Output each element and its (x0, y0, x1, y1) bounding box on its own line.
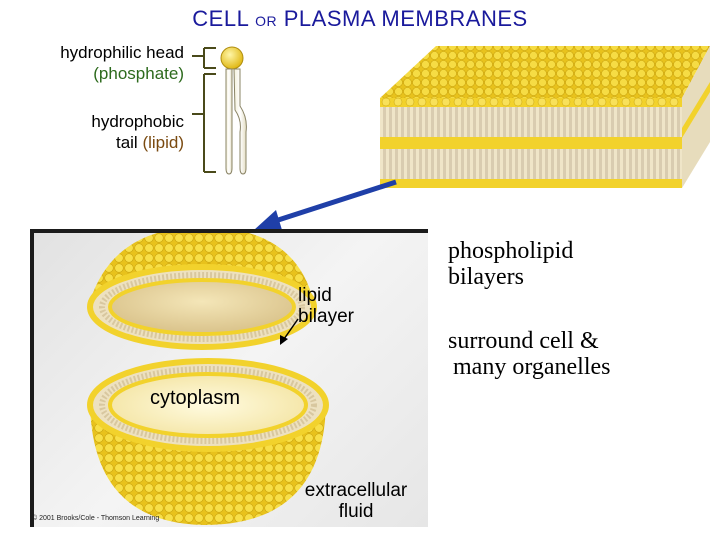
tail-line2: tail (lipid) (10, 132, 184, 153)
page-title: CELL OR PLASMA MEMBRANES (0, 6, 720, 32)
side-line2: bilayers (448, 264, 524, 290)
lipid-bilayer-label: lipid bilayer (298, 285, 354, 327)
title-plasma-membranes: PLASMA MEMBRANES (283, 6, 528, 31)
lipid-tail-right (233, 68, 247, 175)
title-or: OR (255, 13, 278, 29)
phospholipid-bilayers-text: phospholipid bilayers (448, 238, 573, 290)
lipid-bilayer-line2: bilayer (298, 306, 354, 327)
extracellular-line1: extracellular (304, 480, 408, 501)
phosphate-label: (phosphate) (93, 64, 184, 83)
side-line4: many organelles (453, 354, 611, 380)
bilayer-top-surface (380, 46, 710, 98)
pointer-arrow (254, 179, 397, 230)
hydrophilic-head-line1: hydrophilic head (60, 43, 184, 62)
side-line1: phospholipid (448, 238, 574, 264)
bilayer-slab-illustration (380, 46, 710, 188)
side-line3: surround cell & (448, 328, 599, 354)
lipid-bilayer-line1: lipid (298, 285, 332, 306)
head-bracket (192, 47, 216, 69)
copyright-notice: © 2001 Brooks/Cole - Thomson Learning (32, 515, 160, 522)
tail-bracket (192, 73, 216, 173)
extracellular-fluid-label: extracellular fluid (283, 480, 429, 522)
lipid-label: (lipid) (142, 133, 184, 152)
title-cell: CELL (192, 6, 249, 31)
cell-halves-illustration (87, 233, 329, 525)
extracellular-line2: fluid (338, 501, 374, 522)
tail-word: tail (115, 133, 143, 152)
lipid-tail-left (225, 68, 233, 175)
hydrophobic-line1: hydrophobic (91, 112, 184, 131)
phospholipid-molecule-diagram (192, 46, 247, 175)
phosphate-head (220, 46, 244, 70)
bilayer-right-side (682, 46, 710, 188)
surround-cell-text: surround cell & many organelles (448, 328, 611, 380)
hydrophobic-tail-label: hydrophobic tail (lipid) (10, 111, 184, 153)
hydrophilic-head-label: hydrophilic head (phosphate) (10, 42, 184, 84)
cytoplasm-label: cytoplasm (150, 387, 241, 409)
